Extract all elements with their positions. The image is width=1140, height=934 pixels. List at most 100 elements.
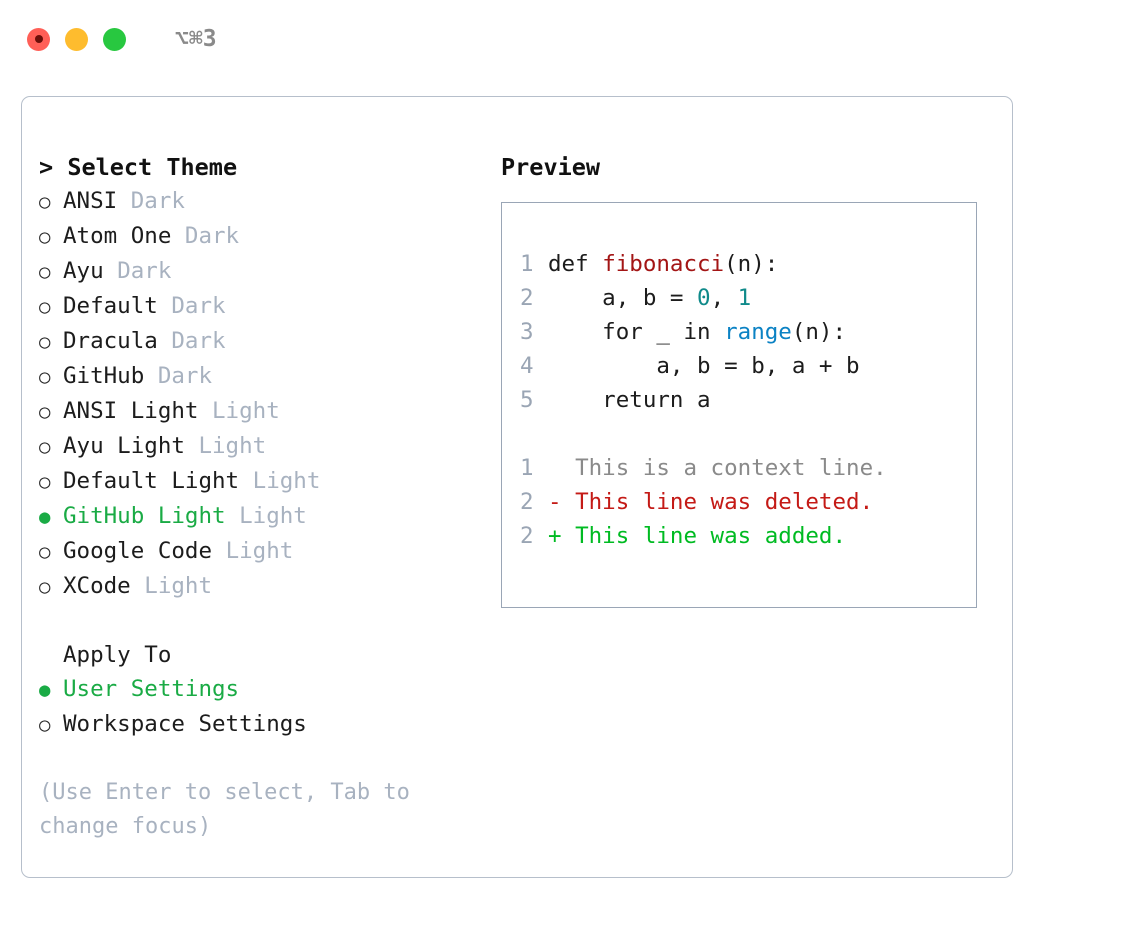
apply-to-option-name: User Settings: [63, 676, 240, 702]
theme-option-google-code[interactable]: ○ Google Code Light: [39, 534, 484, 569]
code-token-num: 0: [697, 285, 711, 311]
radio-unselected-icon: ○: [39, 296, 51, 318]
theme-name-tag-gap: [212, 534, 226, 568]
theme-option-name: Google Code: [63, 538, 213, 564]
code-token-fn: fibonacci: [602, 251, 725, 277]
theme-option-github[interactable]: ○ GitHub Dark: [39, 359, 484, 394]
diff-line-number: 2: [520, 489, 534, 515]
diff-line-number: 2: [520, 523, 534, 549]
theme-name-tag-gap: [198, 394, 212, 428]
apply-to-label: Apply To: [63, 642, 172, 668]
code-line-text: return a: [548, 383, 711, 417]
theme-name-tag-gap: [131, 569, 145, 603]
theme-option-name: ANSI Light: [63, 398, 199, 424]
theme-option-tag: Dark: [171, 328, 226, 354]
main-panel: > Select Theme ○ANSI Dark○Atom One Dark○…: [21, 96, 1013, 878]
code-line-text: a, b = 0, 1: [548, 281, 751, 315]
minimize-button-icon[interactable]: [65, 27, 88, 51]
diff-sign-added: +: [548, 523, 576, 549]
theme-option-tag: Light: [198, 433, 267, 459]
radio-selected-icon: ●: [39, 679, 51, 701]
code-token-plain: a, b = b, a + b: [548, 353, 860, 379]
code-line: 1 def fibonacci(n):: [502, 247, 976, 281]
theme-option-ansi[interactable]: ○ANSI Dark: [39, 184, 484, 219]
radio-unselected-icon: ○: [39, 436, 51, 458]
theme-option-name: GitHub Light: [63, 503, 226, 529]
radio-unselected-icon: ○: [39, 401, 51, 423]
code-line: 5 return a: [502, 383, 976, 417]
radio-unselected-icon: ○: [39, 331, 51, 353]
theme-name-tag-gap: [239, 464, 253, 498]
code-line-number: 2: [520, 285, 534, 311]
theme-option-name: GitHub: [63, 363, 145, 389]
code-line-text: def fibonacci(n):: [548, 247, 778, 281]
theme-option-ayu-light[interactable]: ○Ayu Light Light: [39, 429, 484, 464]
theme-name-tag-gap: [104, 254, 118, 288]
radio-unselected-icon: ○: [39, 191, 51, 213]
keyboard-shortcut-label: ⌥⌘3: [175, 25, 217, 52]
select-theme-title: [53, 153, 67, 181]
theme-option-name: Atom One: [63, 223, 172, 249]
apply-to-option-workspace-settings[interactable]: ○Workspace Settings: [39, 707, 484, 742]
code-line-text: for _ in range(n):: [548, 315, 846, 349]
radio-unselected-icon: ○: [39, 541, 51, 563]
code-token-plain: for _ in: [548, 319, 725, 345]
title-bar: ⌥⌘3: [0, 0, 1140, 78]
code-line-number: 3: [520, 319, 534, 345]
code-line-number: 1: [520, 251, 534, 277]
theme-name-tag-gap: [171, 219, 185, 253]
theme-option-tag: Dark: [117, 258, 172, 284]
prompt-caret-icon: >: [39, 153, 54, 181]
close-button-icon[interactable]: [27, 27, 50, 51]
theme-list: ○ANSI Dark○Atom One Dark○Ayu Dark○Defaul…: [39, 184, 484, 604]
theme-option-ayu[interactable]: ○Ayu Dark: [39, 254, 484, 289]
code-line-number: 5: [520, 387, 534, 413]
code-token-call: range: [724, 319, 792, 345]
theme-name-tag-gap: [158, 324, 172, 358]
theme-option-name: Default Light: [63, 468, 240, 494]
theme-option-tag: Light: [239, 503, 307, 529]
select-theme-label: Select Theme: [67, 153, 238, 181]
theme-option-name: ANSI: [63, 188, 118, 214]
theme-picker-column: > Select Theme ○ANSI Dark○Atom One Dark○…: [39, 150, 484, 844]
theme-option-tag: Light: [212, 398, 280, 424]
theme-option-name: XCode: [63, 573, 131, 599]
theme-option-tag: Light: [225, 538, 294, 564]
theme-option-default[interactable]: ○Default Dark: [39, 289, 484, 324]
code-token-plain: def: [548, 251, 603, 277]
theme-option-name: Ayu: [63, 258, 104, 284]
theme-option-github-light[interactable]: ● GitHub Light Light: [39, 499, 484, 534]
code-token-plain: ,: [710, 285, 738, 311]
theme-option-xcode[interactable]: ○XCode Light: [39, 569, 484, 604]
code-token-plain: (n):: [724, 251, 779, 277]
select-theme-header: > Select Theme: [39, 150, 484, 184]
apply-to-option-user-settings[interactable]: ● User Settings: [39, 672, 484, 707]
radio-unselected-icon: ○: [39, 366, 51, 388]
theme-option-tag: Light: [252, 468, 321, 494]
diff-line-text: This line was added.: [575, 523, 847, 549]
theme-option-name: Dracula: [63, 328, 158, 354]
code-line-number: 4: [520, 353, 534, 379]
theme-name-tag-gap: [117, 184, 131, 218]
theme-option-atom-one[interactable]: ○Atom One Dark: [39, 219, 484, 254]
theme-option-tag: Dark: [171, 293, 226, 319]
diff-line-added: 2 + This line was added.: [502, 519, 976, 553]
zoom-button-icon[interactable]: [103, 27, 126, 51]
theme-option-ansi-light[interactable]: ○ ANSI Light Light: [39, 394, 484, 429]
code-line: 3 for _ in range(n):: [502, 315, 976, 349]
diff-sample: 1 This is a context line.2- This line wa…: [502, 451, 976, 553]
radio-unselected-icon: ○: [39, 471, 51, 493]
theme-option-tag: Dark: [157, 363, 213, 389]
theme-name-tag-gap: [158, 289, 172, 323]
theme-option-default-light[interactable]: ○ Default Light Light: [39, 464, 484, 499]
radio-unselected-icon: ○: [39, 226, 51, 248]
code-token-plain: return a: [548, 387, 711, 413]
theme-option-dracula[interactable]: ○ Dracula Dark: [39, 324, 484, 359]
radio-selected-icon: ●: [39, 506, 51, 528]
diff-line-context: 1 This is a context line.: [502, 451, 976, 485]
preview-spacer: [502, 417, 976, 451]
theme-name-tag-gap: [185, 429, 199, 463]
